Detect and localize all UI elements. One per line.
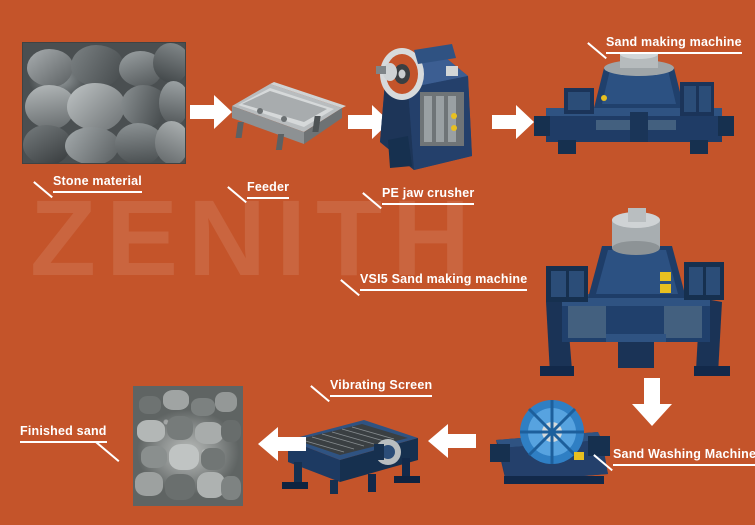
label-vibrating-screen-text: Vibrating Screen	[330, 378, 433, 392]
arrow-vsi5-to-washer	[630, 378, 674, 426]
label-stone-material: Stone material	[53, 174, 142, 193]
label-finished-sand-text: Finished sand	[20, 424, 107, 438]
label-underline	[613, 464, 755, 466]
label-underline	[247, 197, 290, 199]
label-finished-sand: Finished sand	[20, 424, 107, 443]
arrow-crusher-to-sand-maker	[492, 105, 534, 139]
label-underline	[382, 203, 475, 205]
feeder-machine-image	[224, 78, 346, 152]
sand-making-machine-image	[534, 49, 734, 158]
label-underline	[330, 395, 433, 397]
label-sand-making-machine-text: Sand making machine	[606, 35, 742, 49]
label-sand-making-machine: Sand making machine	[606, 35, 742, 54]
label-vibrating-screen: Vibrating Screen	[330, 378, 433, 397]
label-underline	[20, 441, 107, 443]
arrow-feeder-to-crusher	[348, 105, 390, 139]
label-feeder-text: Feeder	[247, 180, 290, 194]
label-underline	[606, 52, 742, 54]
leader-finished-sand	[95, 441, 120, 462]
label-feeder: Feeder	[247, 180, 290, 199]
arrow-stone-to-feeder	[190, 95, 232, 129]
sand-washing-machine-image	[490, 396, 616, 484]
stone-material-photo	[22, 42, 186, 164]
pe-jaw-crusher-image	[368, 30, 480, 172]
label-pe-jaw-crusher-text: PE jaw crusher	[382, 186, 475, 200]
label-sand-washing-machine: Sand Washing Machine	[613, 447, 755, 466]
label-sand-washing-machine-text: Sand Washing Machine	[613, 447, 755, 461]
label-vsi5-sand-making-machine: VSI5 Sand making machine	[360, 272, 528, 291]
label-underline	[53, 191, 142, 193]
label-pe-jaw-crusher: PE jaw crusher	[382, 186, 475, 205]
finished-sand-photo	[133, 386, 243, 506]
label-stone-material-text: Stone material	[53, 174, 142, 188]
vsi5-sand-making-machine-image	[532, 206, 738, 376]
arrow-washer-to-screen	[428, 424, 476, 458]
arrow-screen-to-finished-sand	[258, 427, 306, 461]
leader-vibrating-screen	[310, 385, 330, 402]
label-vsi5-text: VSI5 Sand making machine	[360, 272, 528, 286]
label-underline	[360, 289, 528, 291]
